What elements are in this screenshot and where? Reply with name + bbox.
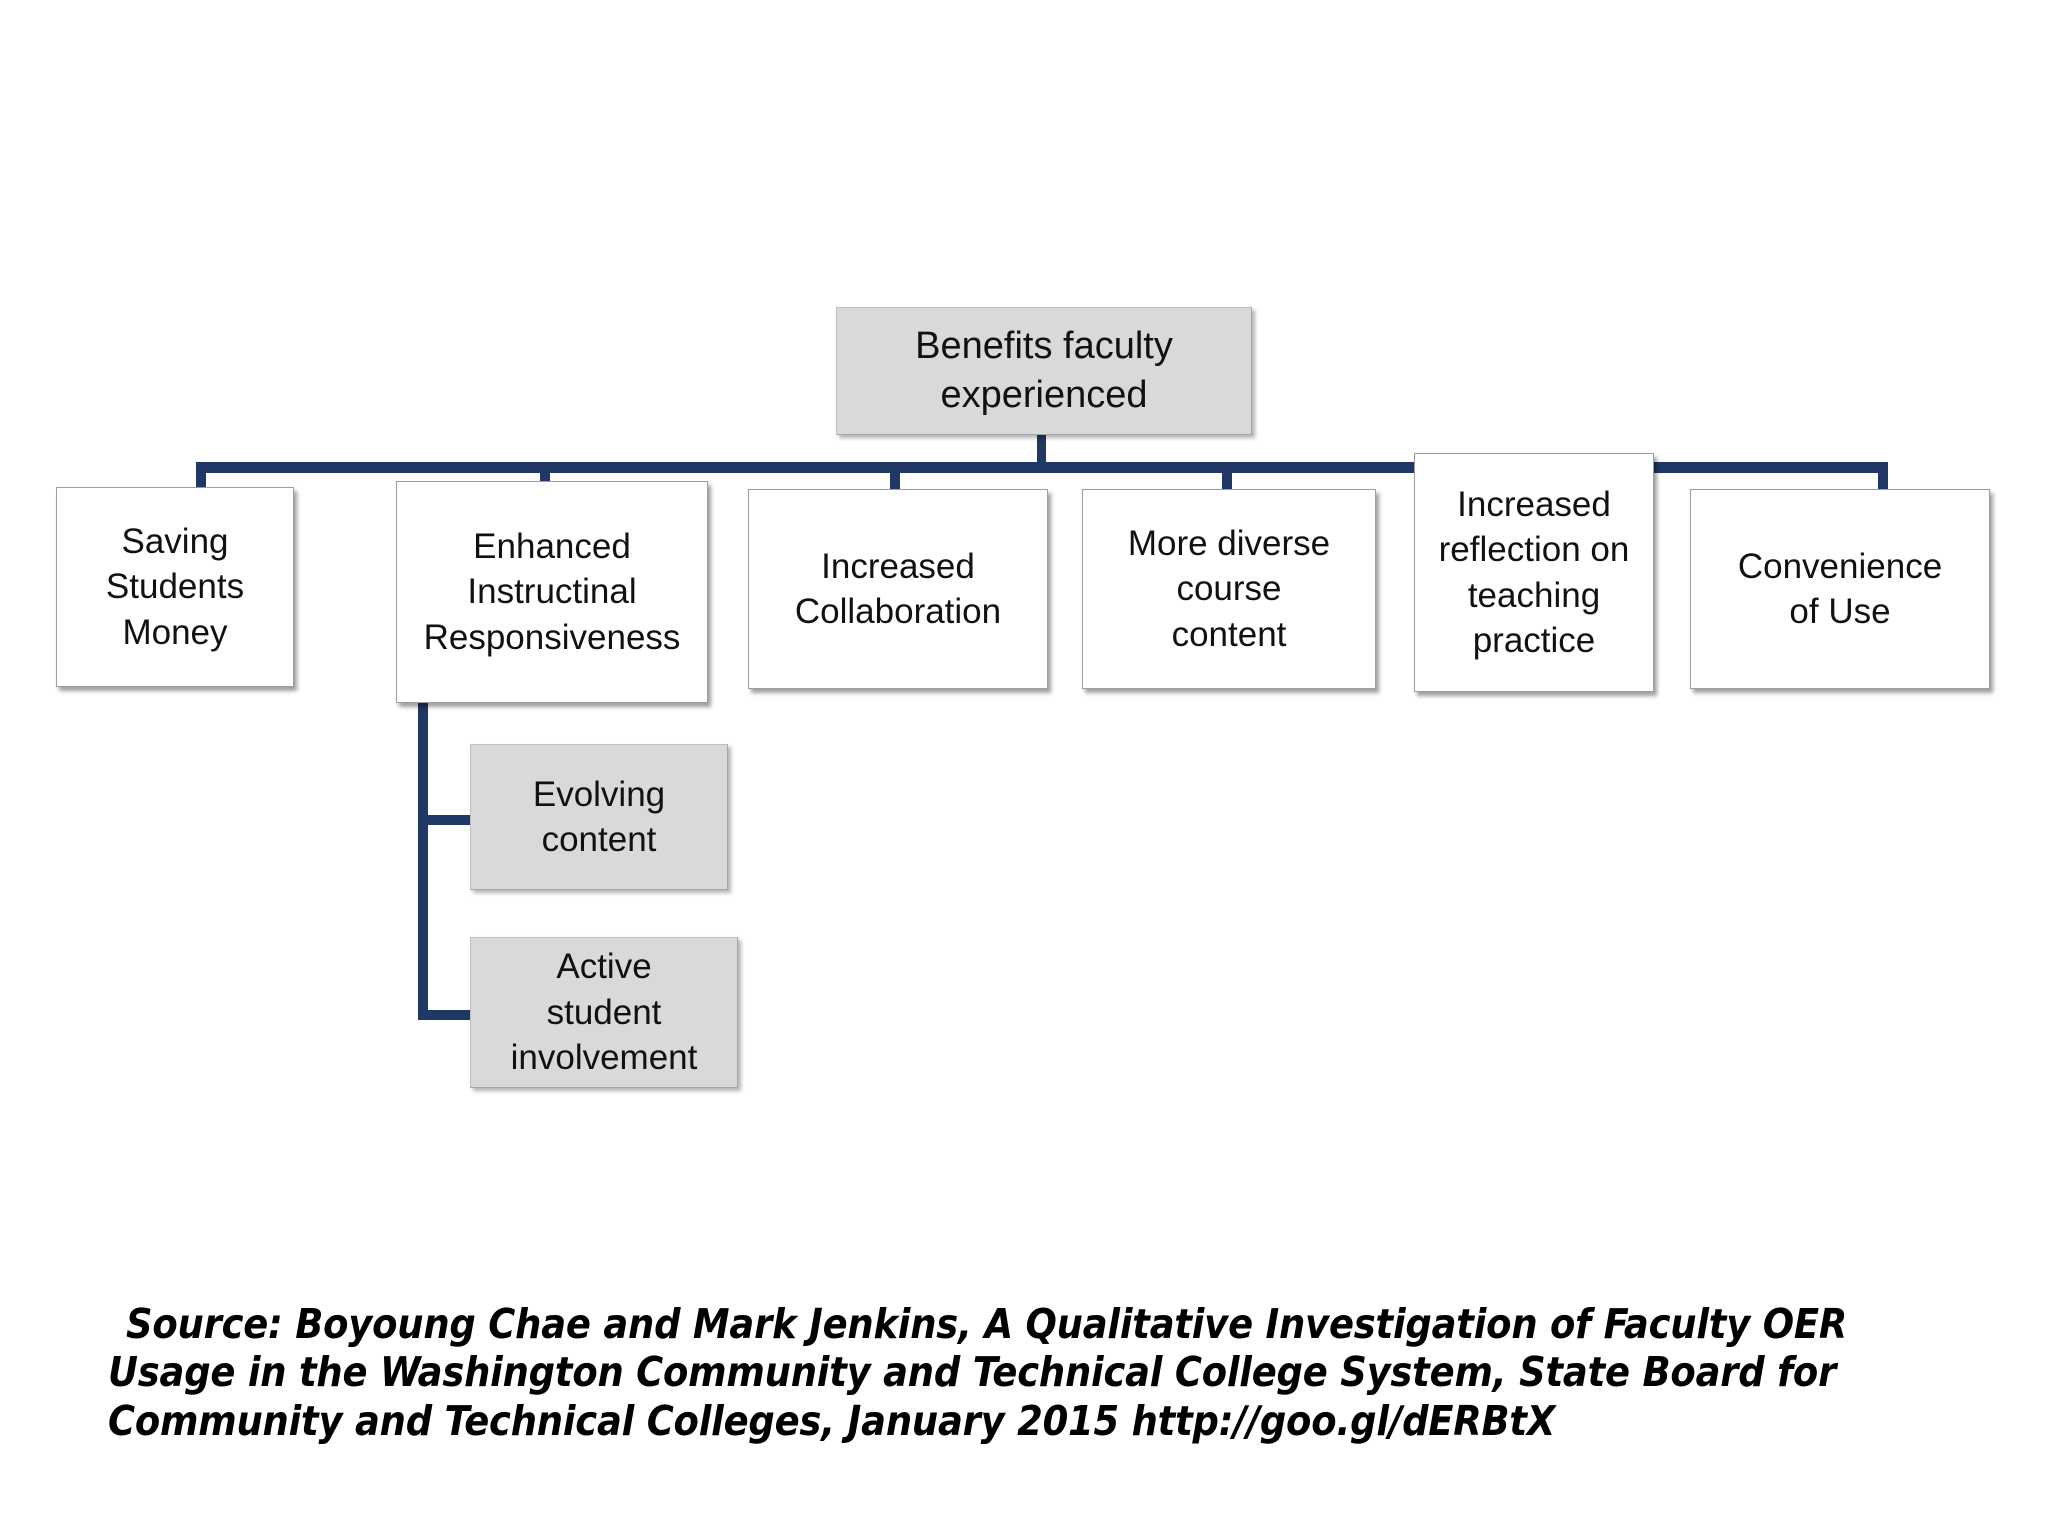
connector-drop-child-1 <box>196 462 206 492</box>
node-enhanced-instructional-responsiveness[interactable]: Enhanced Instructinal Responsiveness <box>396 481 708 703</box>
node-label: Increased reflection on teaching practic… <box>1438 484 1630 661</box>
node-increased-collaboration[interactable]: Increased Collaboration <box>748 489 1048 689</box>
connector-root-stem <box>1037 435 1046 469</box>
connector-subbranch-to-active-student-involvement <box>418 1010 476 1020</box>
node-label: Convenience of Use <box>1737 546 1943 632</box>
node-active-student-involvement[interactable]: Active student involvement <box>470 937 738 1088</box>
node-increased-reflection-on-teaching-practice[interactable]: Increased reflection on teaching practic… <box>1414 453 1654 692</box>
connector-drop-child-4 <box>1222 462 1232 492</box>
connector-drop-child-2 <box>540 462 550 484</box>
source-citation: Source: Boyoung Chae and Mark Jenkins, A… <box>108 1300 1848 1445</box>
node-label: Saving Students Money <box>105 521 245 652</box>
node-label: Increased Collaboration <box>794 546 1002 632</box>
connector-horizontal-bus <box>196 462 1888 473</box>
node-saving-students-money[interactable]: Saving Students Money <box>56 487 294 687</box>
node-evolving-content[interactable]: Evolving content <box>470 744 728 890</box>
connector-subbranch-to-evolving-content <box>418 815 476 825</box>
node-convenience-of-use[interactable]: Convenience of Use <box>1690 489 1990 689</box>
node-label: Evolving content <box>532 774 666 860</box>
connector-drop-child-6 <box>1878 462 1888 492</box>
node-label: Benefits faculty experienced <box>915 324 1173 416</box>
node-label: Enhanced Instructinal Responsiveness <box>423 526 681 657</box>
connector-drop-child-3 <box>890 462 900 492</box>
node-more-diverse-course-content[interactable]: More diverse course content <box>1082 489 1376 689</box>
connector-subbranch-spine <box>418 700 428 1020</box>
node-root-benefits-faculty-experienced[interactable]: Benefits faculty experienced <box>836 307 1252 435</box>
node-label: More diverse course content <box>1127 523 1331 654</box>
node-label: Active student involvement <box>510 947 698 1078</box>
